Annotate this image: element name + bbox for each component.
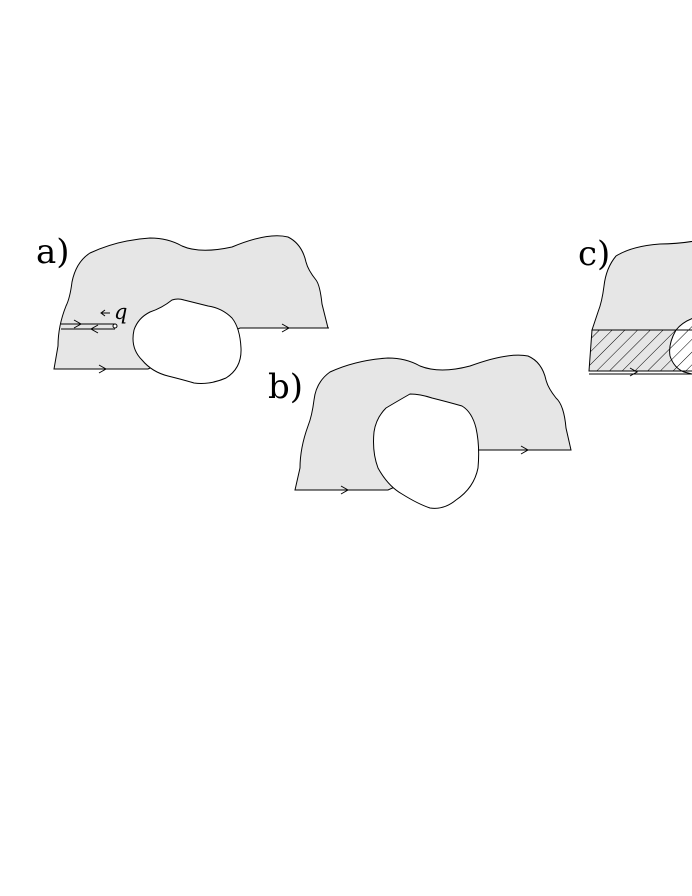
panel-b: b) bbox=[268, 354, 572, 509]
panel-a-arrow-right-boundary bbox=[281, 323, 291, 333]
panel-a-hole bbox=[132, 298, 242, 384]
panel-b-hole bbox=[373, 393, 480, 509]
panel-c-shaded-region bbox=[591, 240, 692, 331]
panel-b-arrow-right-boundary bbox=[520, 445, 530, 455]
panel-a-point-q bbox=[112, 323, 118, 329]
panel-a-arrow-bottom bbox=[98, 364, 108, 374]
panel-a: a) q bbox=[36, 232, 329, 384]
panel-a-label: a) bbox=[36, 232, 70, 272]
panel-b-arrow-bottom bbox=[340, 485, 350, 495]
panel-a-q-label: q bbox=[114, 300, 127, 324]
panel-a-arrow-cut-right bbox=[73, 319, 83, 329]
panel-c-hole-hatched bbox=[669, 318, 692, 375]
panel-c-arrow-bottom bbox=[629, 367, 639, 377]
panel-a-arrow-cut-left bbox=[89, 324, 99, 334]
panel-c-label: c) bbox=[578, 234, 610, 274]
panel-b-label: b) bbox=[268, 367, 303, 407]
panel-a-arrow-q bbox=[100, 309, 110, 317]
panel-c: c) bbox=[578, 234, 692, 377]
